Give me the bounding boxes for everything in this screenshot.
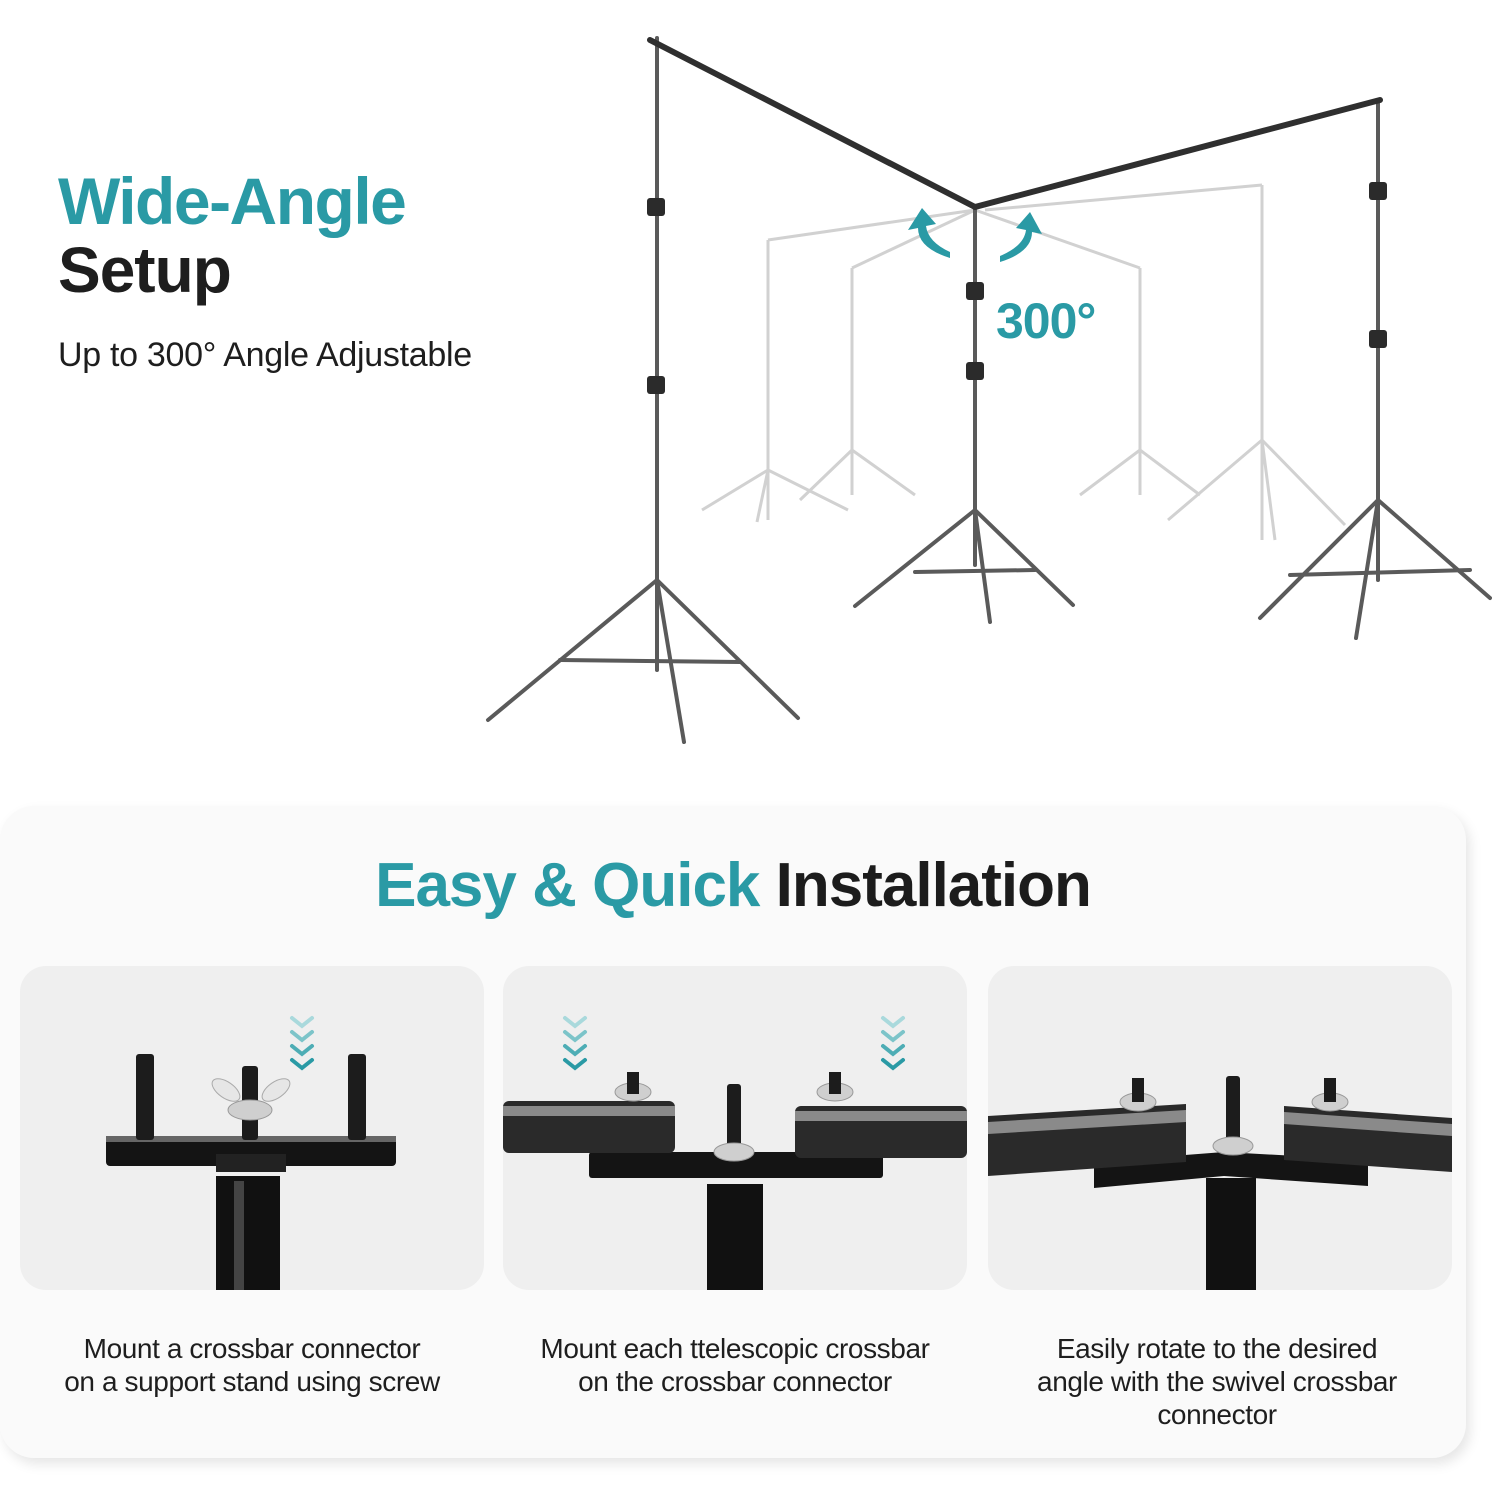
hero-title: Wide-Angle Setup <box>58 164 407 306</box>
step-3-image <box>988 966 1452 1290</box>
caption-line: on the crossbar connector <box>578 1366 892 1397</box>
caption-line: connector <box>1157 1399 1277 1430</box>
installation-title: Easy & Quick Installation <box>0 850 1466 921</box>
hero-subtitle: Up to 300° Angle Adjustable <box>58 336 472 374</box>
step-1-caption: Mount a crossbar connector on a support … <box>17 1332 487 1398</box>
step-2-caption: Mount each ttelescopic crossbar on the c… <box>500 1332 970 1398</box>
caption-line: Easily rotate to the desired <box>1056 1333 1378 1364</box>
installation-card: Easy & Quick Installation Mount a cross <box>0 806 1466 1458</box>
ghost-stands <box>701 183 1347 541</box>
step-2-image <box>503 966 967 1290</box>
caption-line: angle with the swivel crossbar <box>1037 1366 1397 1397</box>
degree-label: 300° <box>996 293 1096 349</box>
installation-title-accent: Easy & Quick <box>375 851 760 920</box>
chevrons-down-icon <box>290 1016 314 1071</box>
main-stands <box>486 36 1492 744</box>
crossbars <box>647 37 1383 210</box>
hero-title-dark: Setup <box>58 234 232 306</box>
caption-line: Mount a crossbar connector <box>83 1333 421 1364</box>
caption-line: Mount each ttelescopic crossbar <box>540 1333 930 1364</box>
step-1-image <box>20 966 484 1290</box>
caption-line: on a support stand using screw <box>64 1366 440 1397</box>
chevrons-down-icon <box>881 1016 905 1071</box>
step-3-caption: Easily rotate to the desired angle with … <box>982 1332 1452 1431</box>
installation-title-rest: Installation <box>775 851 1092 920</box>
rotation-arrows-icon <box>908 208 1042 262</box>
hero-title-accent: Wide-Angle <box>58 164 407 238</box>
chevrons-down-icon <box>563 1016 587 1071</box>
backdrop-stand-illustration <box>486 36 1492 744</box>
stand-knobs <box>647 182 1387 394</box>
